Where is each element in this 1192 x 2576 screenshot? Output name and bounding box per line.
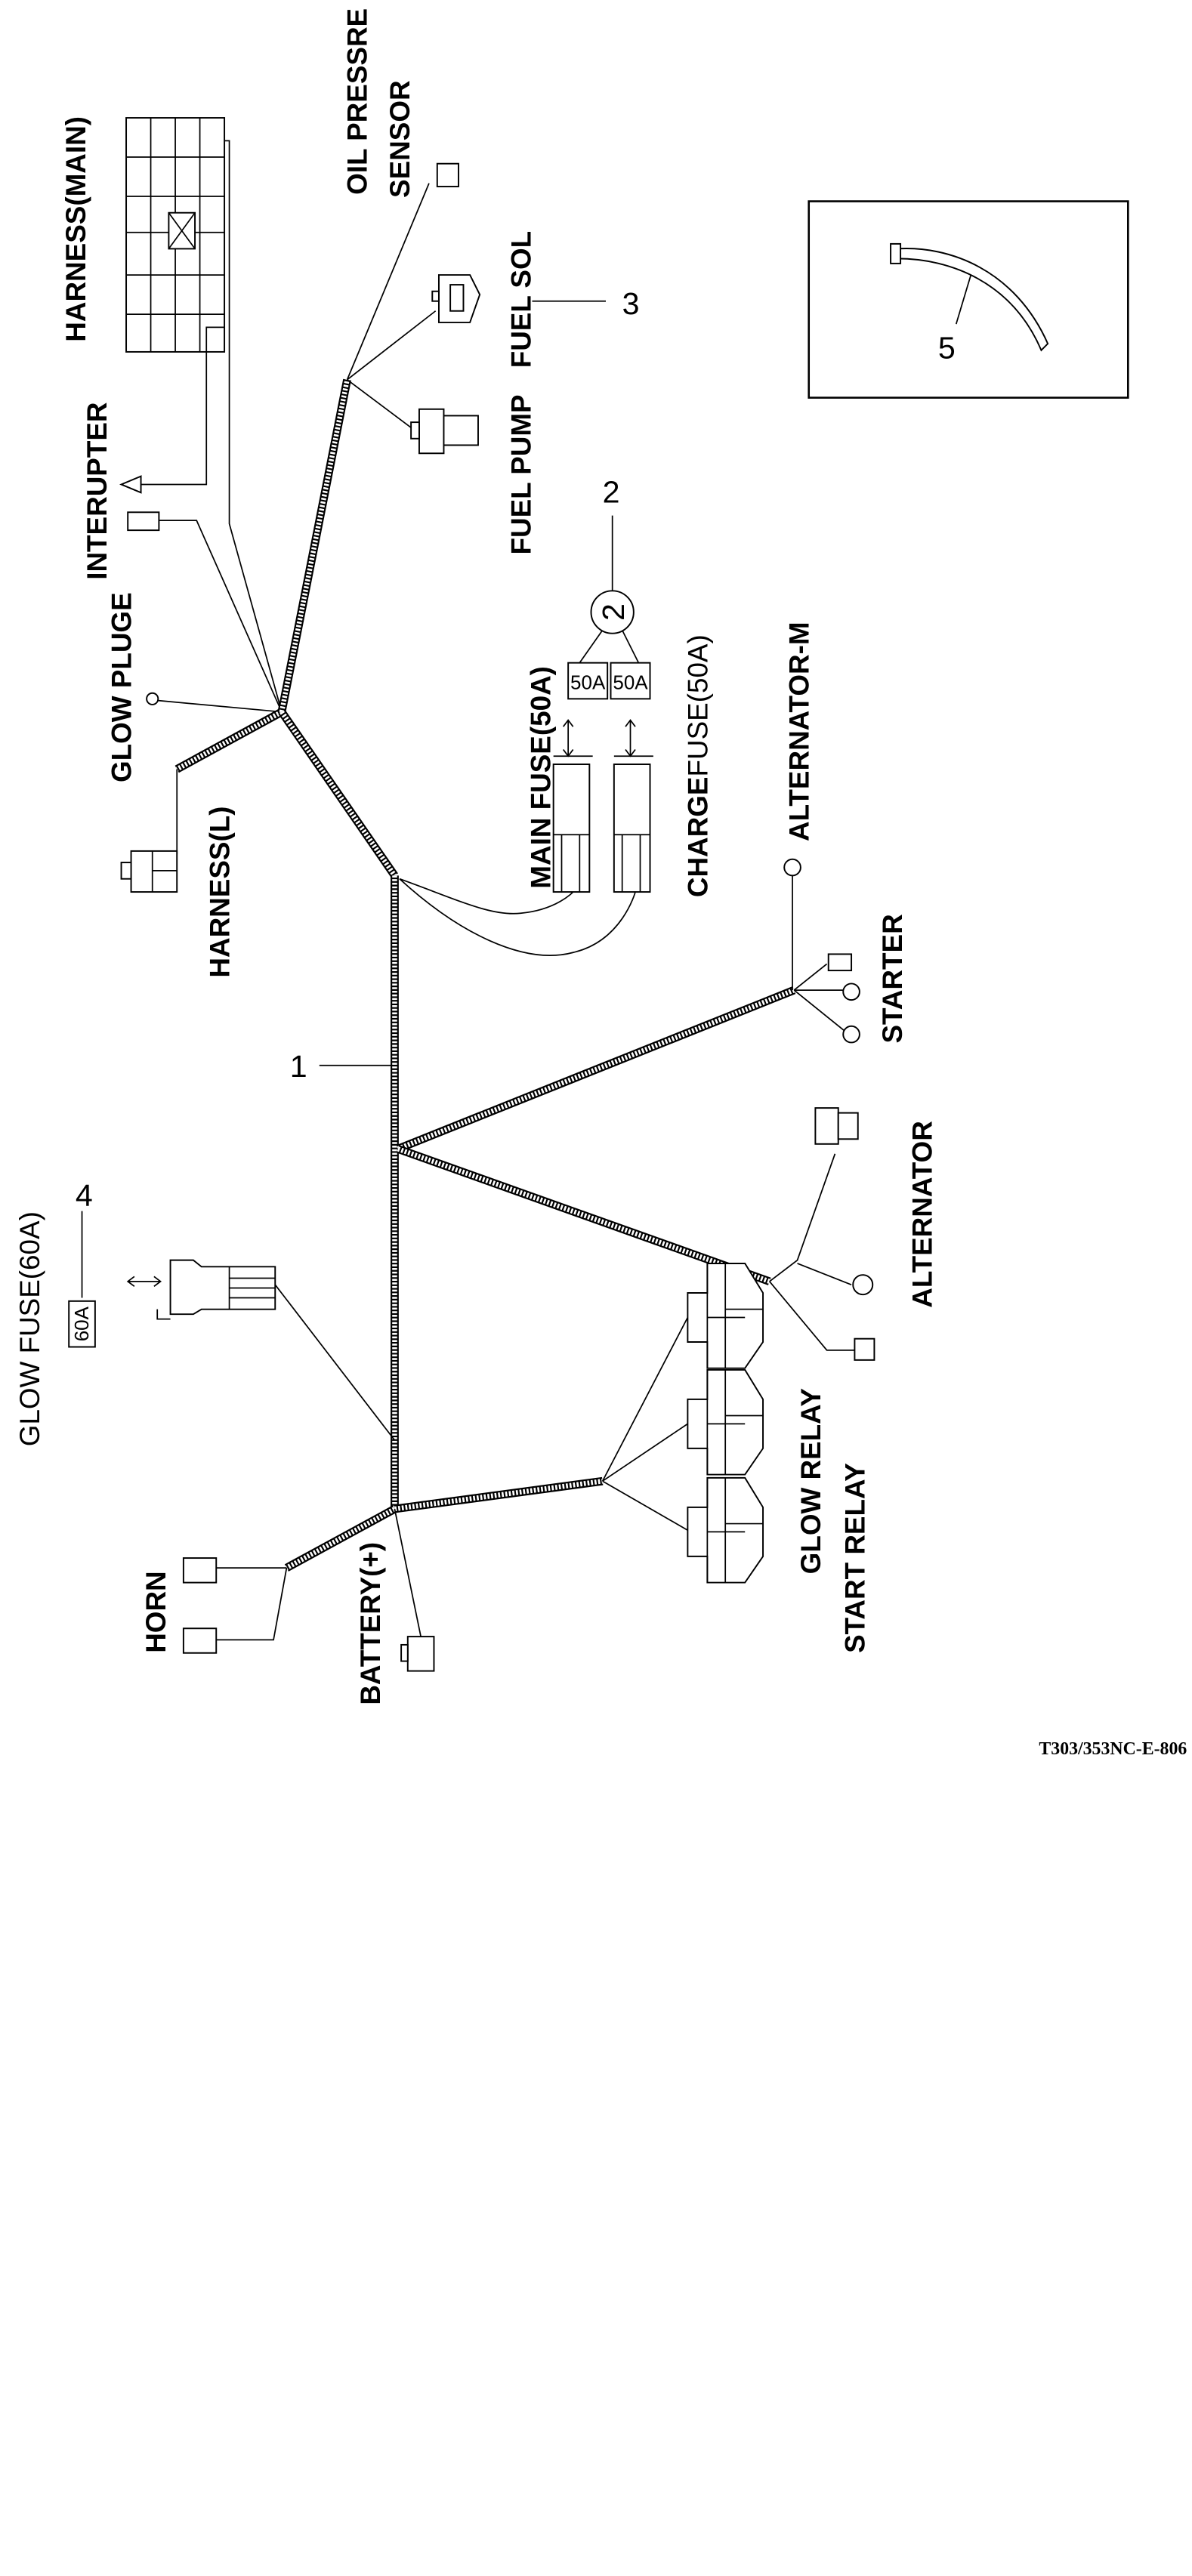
callout-2-circle xyxy=(590,590,635,634)
leader-5 xyxy=(955,274,972,325)
starter-connector xyxy=(827,953,853,972)
label-alternator: ALTERNATOR xyxy=(906,1121,937,1308)
glow-fuse-connector xyxy=(156,1259,276,1320)
relay-1 xyxy=(687,1263,764,1369)
drawing-code: T303/353NC-E-806 xyxy=(1039,1739,1187,1759)
alternator-m-terminal xyxy=(783,858,801,877)
wire-relays xyxy=(601,1317,689,1531)
label-glow-pluge: GLOW PLUGE xyxy=(107,592,137,782)
leader-2-branches xyxy=(579,515,640,664)
horn-connector-b xyxy=(182,1627,218,1654)
main-fuse-rating: 50A xyxy=(570,671,606,693)
inset-box xyxy=(808,200,1129,399)
label-charge: CHARGE xyxy=(682,777,713,898)
alternator-small-connector xyxy=(854,1337,875,1361)
charge-fuse-rating: 50A xyxy=(613,671,648,693)
label-glow-fuse: GLOW FUSE(60A) xyxy=(14,1211,45,1446)
fuel-pump-connector xyxy=(410,408,479,455)
label-fuel-sol: FUEL SOL xyxy=(505,231,536,368)
callout-2-circle-num: 2 xyxy=(596,603,631,621)
glow-relay xyxy=(687,1368,764,1476)
label-harness-main: HARNESS(MAIN) xyxy=(60,116,91,342)
wire-fuel-sol xyxy=(347,310,437,381)
label-fuel-pump: FUEL PUMP xyxy=(505,394,536,554)
glow-fuse-60a-box xyxy=(68,1300,96,1348)
wire-oil-sensor xyxy=(346,183,430,381)
braid-alternator xyxy=(396,1145,771,1285)
braid-harness-l xyxy=(174,708,284,773)
oil-pressre-sensor-connector xyxy=(436,162,459,188)
harness-main-connector xyxy=(125,117,226,353)
label-horn: HORN xyxy=(141,1571,171,1652)
braid-upper xyxy=(277,378,351,713)
alternator-terminal xyxy=(852,1274,874,1296)
wire-glow-pluge xyxy=(157,699,282,713)
label-starter: STARTER xyxy=(877,914,908,1043)
charge-fuse-connector xyxy=(613,755,653,893)
wire-main-fuse xyxy=(399,878,574,915)
start-relay xyxy=(687,1476,764,1584)
charge-fuse-50a-box xyxy=(610,662,651,700)
wire-charge-fuse xyxy=(399,878,636,956)
braid-starter xyxy=(396,986,796,1153)
glow-fuse-arrow xyxy=(126,1276,162,1288)
braid-lower-left xyxy=(278,709,398,878)
label-sensor: SENSOR xyxy=(384,80,415,198)
wire-horn xyxy=(216,1567,288,1641)
wire-fuel-pump xyxy=(347,379,413,430)
wire-interupter-b xyxy=(159,520,283,713)
callout-1: 1 xyxy=(290,1049,307,1084)
wire-harness-main xyxy=(224,140,283,712)
alternator-connector xyxy=(814,1107,859,1145)
charge-fuse-arrow xyxy=(625,719,636,757)
label-glow-relay: GLOW RELAY xyxy=(795,1388,826,1574)
cable-tie xyxy=(890,242,1049,352)
label-charge-fuse: CHARGEFUSE(50A) xyxy=(682,634,713,897)
wire-starter xyxy=(792,875,845,1032)
harness-l-connector xyxy=(120,850,178,893)
glow-fuse-rating: 60A xyxy=(70,1306,93,1341)
interupter-arrow xyxy=(119,475,142,494)
callout-4: 4 xyxy=(76,1178,93,1213)
battery-connector xyxy=(400,1636,435,1672)
label-charge-fuse-rating: FUSE(50A) xyxy=(682,634,713,776)
label-alternator-m: ALTERNATOR-M xyxy=(784,622,815,841)
main-fuse-arrow xyxy=(562,719,574,757)
starter-terminal-a xyxy=(842,983,860,1001)
callout-2: 2 xyxy=(603,474,620,509)
wire-interupter-a xyxy=(141,326,225,486)
label-battery: BATTERY(+) xyxy=(355,1542,386,1705)
wire-alternator xyxy=(769,1153,855,1351)
main-fuse-50a-box xyxy=(567,662,609,700)
label-oil-pressre: OIL PRESSRE xyxy=(342,8,373,195)
glow-pluge-terminal xyxy=(146,692,159,705)
callout-3: 3 xyxy=(622,286,640,321)
braid-horn xyxy=(284,1505,397,1572)
wire-glow-fuse xyxy=(274,1284,396,1441)
label-start-relay: START RELAY xyxy=(839,1463,870,1653)
main-fuse-connector xyxy=(552,755,593,893)
fuel-sol-connector xyxy=(431,274,481,323)
horn-connector-a xyxy=(182,1557,218,1584)
wire-battery xyxy=(394,1508,422,1637)
callout-5: 5 xyxy=(938,331,956,366)
starter-terminal-b xyxy=(842,1025,860,1044)
label-main-fuse: MAIN FUSE(50A) xyxy=(525,666,556,889)
interupter-connector xyxy=(127,511,160,532)
braid-relays xyxy=(394,1476,604,1513)
label-harness-l: HARNESS(L) xyxy=(205,807,236,978)
label-interupter: INTERUPTER xyxy=(82,402,113,579)
